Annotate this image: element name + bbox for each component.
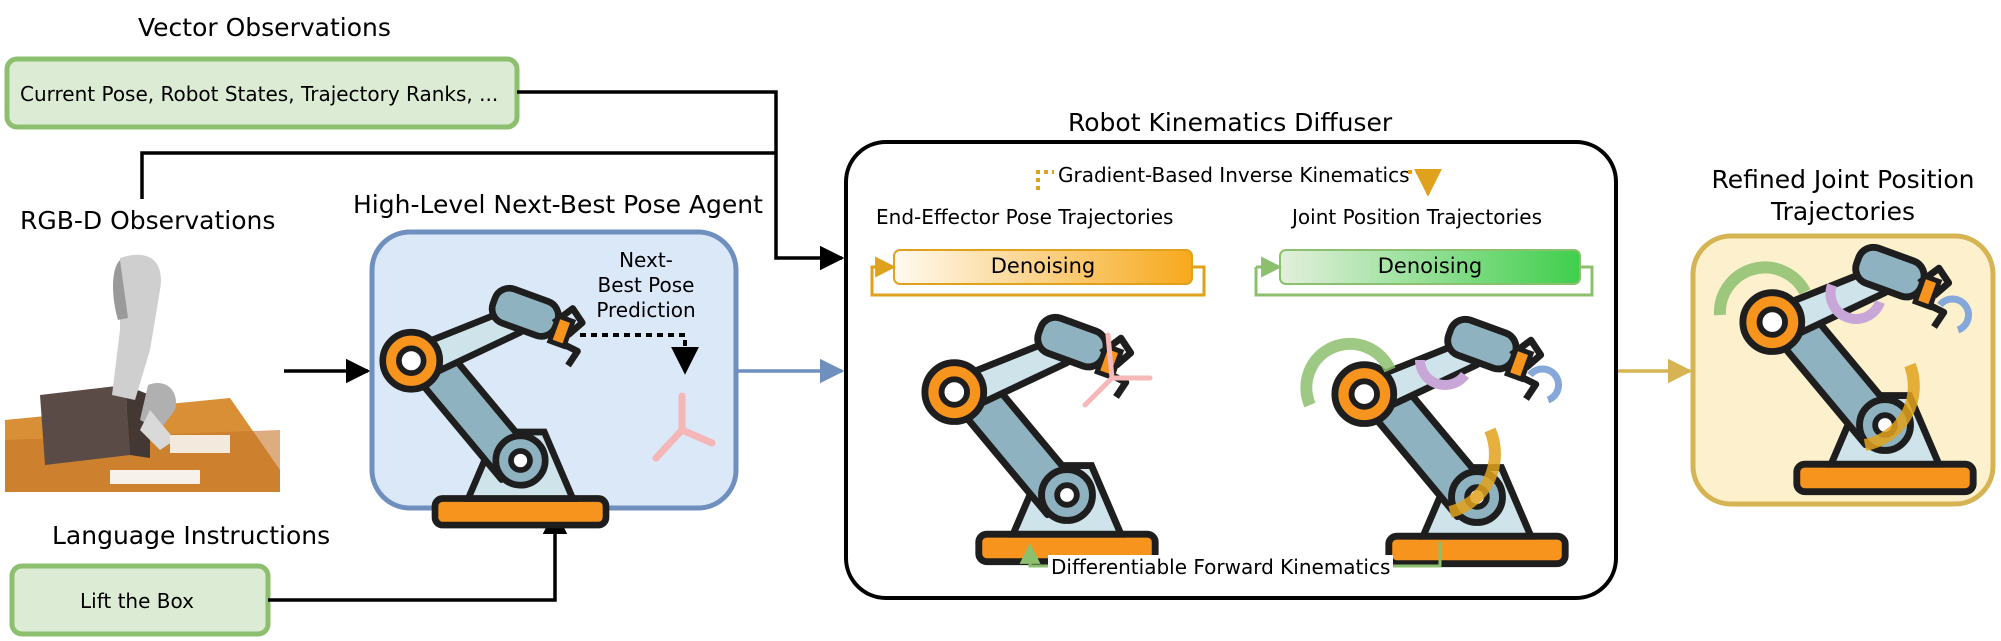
ee-title: End-Effector Pose Trajectories bbox=[876, 205, 1174, 229]
vector-obs-content: Current Pose, Robot States, Trajectory R… bbox=[20, 82, 499, 106]
output-rotation-arc-green bbox=[1713, 261, 1811, 316]
agent-title: High-Level Next-Best Pose Agent bbox=[353, 190, 763, 219]
vector-obs-title: Vector Observations bbox=[138, 13, 391, 42]
prediction-line-3: Prediction bbox=[596, 298, 696, 322]
output-rotation-arc-blue bbox=[1937, 295, 1972, 334]
diffuser-title: Robot Kinematics Diffuser bbox=[1068, 108, 1393, 137]
language-title: Language Instructions bbox=[52, 521, 331, 550]
prediction-label: Next- Best Pose Prediction bbox=[596, 248, 696, 323]
language-content: Lift the Box bbox=[80, 589, 194, 613]
ik-arrow-end bbox=[1408, 168, 1442, 197]
arrow-language-to-agent bbox=[268, 509, 568, 602]
rgbd-title: RGB-D Observations bbox=[20, 206, 276, 235]
joint-rotation-arc-green bbox=[1300, 337, 1396, 408]
joint-rotation-arc-orange bbox=[1448, 427, 1501, 518]
output-title-line-2: Trajectories bbox=[1771, 197, 1915, 226]
output-title-line-1: Refined Joint Position bbox=[1711, 165, 1975, 194]
joint-title: Joint Position Trajectories bbox=[1292, 205, 1542, 229]
arrow-vector-to-diffuser bbox=[517, 90, 845, 271]
pose-axes-icon bbox=[652, 392, 716, 462]
prediction-arrow bbox=[580, 333, 699, 375]
output-rotation-arc-orange bbox=[1863, 362, 1920, 451]
joint-rotation-arc-blue bbox=[1527, 365, 1562, 404]
rgbd-image bbox=[5, 254, 280, 492]
fk-label: Differentiable Forward Kinematics bbox=[1048, 555, 1394, 579]
ee-pose-axes-icon bbox=[1082, 332, 1153, 408]
denoise-left-label: Denoising bbox=[990, 254, 1096, 278]
output-rotation-arc-purple bbox=[1825, 283, 1885, 324]
ik-label: Gradient-Based Inverse Kinematics bbox=[1058, 163, 1410, 187]
joint-rotation-arc-purple bbox=[1415, 359, 1469, 390]
denoise-right-label: Denoising bbox=[1377, 254, 1483, 278]
prediction-line-1: Next- bbox=[619, 248, 673, 272]
output-title: Refined Joint Position Trajectories bbox=[1690, 164, 1996, 228]
ik-arrow-start bbox=[1036, 170, 1054, 190]
line-rgbd-to-diffuser bbox=[140, 151, 776, 199]
prediction-line-2: Best Pose bbox=[597, 273, 695, 297]
